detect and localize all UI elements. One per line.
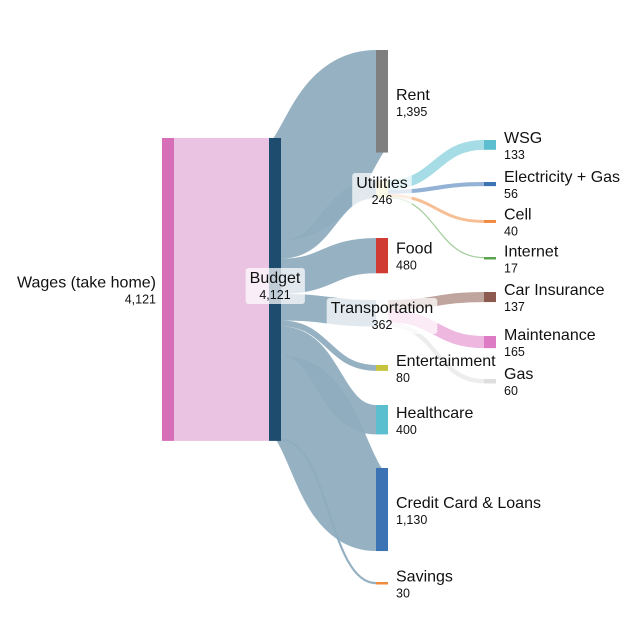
node-maintenance bbox=[484, 336, 496, 349]
node-value-car_insurance: 137 bbox=[504, 300, 525, 314]
label-bg-transportation bbox=[326, 298, 438, 334]
node-name-gas: Gas bbox=[504, 366, 533, 383]
node-name-wsg: WSG bbox=[504, 130, 542, 147]
node-food bbox=[376, 238, 388, 274]
label-bg-budget bbox=[245, 268, 305, 304]
node-value-wsg: 133 bbox=[504, 148, 525, 162]
node-value-healthcare: 400 bbox=[396, 423, 417, 437]
node-electricity bbox=[484, 182, 496, 187]
node-name-electricity: Electricity + Gas bbox=[504, 169, 620, 186]
node-value-cell: 40 bbox=[504, 224, 518, 238]
node-name-wages: Wages (take home) bbox=[17, 274, 156, 291]
labels-layer: Wages (take home)4,121Budget4,121Rent1,3… bbox=[17, 87, 620, 600]
node-value-electricity: 56 bbox=[504, 187, 518, 201]
node-name-food: Food bbox=[396, 241, 432, 258]
node-name-cell: Cell bbox=[504, 206, 532, 223]
node-name-maintenance: Maintenance bbox=[504, 327, 596, 344]
node-name-car_insurance: Car Insurance bbox=[504, 282, 605, 299]
label-bg-utilities bbox=[352, 173, 412, 209]
node-value-gas: 60 bbox=[504, 384, 518, 398]
node-wages bbox=[162, 138, 174, 441]
node-car_insurance bbox=[484, 292, 496, 303]
node-name-transportation: Transportation bbox=[331, 300, 434, 317]
link-budget-to-savings bbox=[280, 438, 377, 585]
node-value-wages: 4,121 bbox=[125, 292, 156, 306]
node-value-rent: 1,395 bbox=[396, 105, 427, 119]
link-budget-to-credit bbox=[269, 355, 388, 552]
node-value-savings: 30 bbox=[396, 586, 410, 600]
node-value-food: 480 bbox=[396, 259, 417, 273]
node-value-budget: 4,121 bbox=[259, 288, 290, 302]
node-entertainment bbox=[376, 365, 388, 371]
node-value-transportation: 362 bbox=[372, 318, 393, 332]
node-credit bbox=[376, 468, 388, 552]
node-internet bbox=[484, 257, 496, 260]
node-name-savings: Savings bbox=[396, 568, 453, 585]
link-budget-to-rent bbox=[267, 49, 390, 241]
node-value-utilities: 246 bbox=[372, 193, 393, 207]
node-name-healthcare: Healthcare bbox=[396, 405, 473, 422]
link-budget-to-entertainment bbox=[280, 320, 377, 371]
node-name-rent: Rent bbox=[396, 87, 430, 104]
node-name-budget: Budget bbox=[250, 270, 301, 287]
node-gas bbox=[484, 379, 496, 384]
node-value-credit: 1,130 bbox=[396, 513, 427, 527]
node-rent bbox=[376, 50, 388, 153]
node-value-maintenance: 165 bbox=[504, 345, 525, 359]
node-name-credit: Credit Card & Loans bbox=[396, 495, 541, 512]
node-name-utilities: Utilities bbox=[356, 175, 408, 192]
node-savings bbox=[376, 582, 388, 585]
label-wages: Wages (take home)4,121 bbox=[17, 274, 156, 306]
node-name-internet: Internet bbox=[504, 243, 559, 260]
node-cell bbox=[484, 220, 496, 223]
node-name-entertainment: Entertainment bbox=[396, 353, 496, 370]
node-healthcare bbox=[376, 405, 388, 435]
node-value-internet: 17 bbox=[504, 261, 518, 275]
node-value-entertainment: 80 bbox=[396, 371, 410, 385]
node-wsg bbox=[484, 140, 496, 150]
